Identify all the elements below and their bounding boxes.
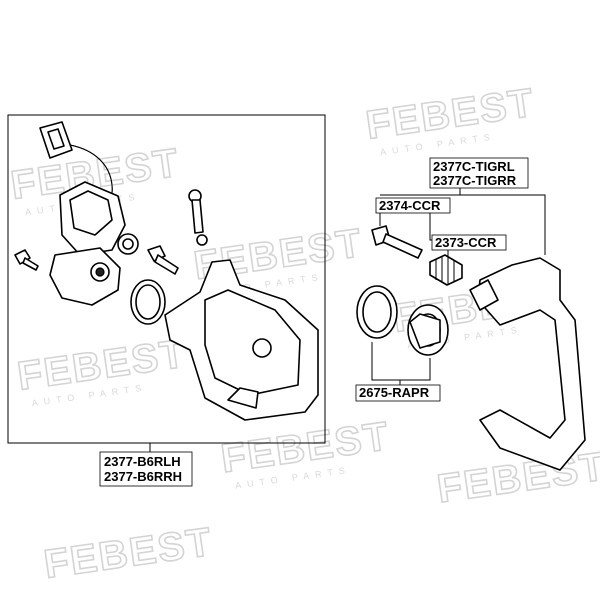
label-caliper-lh: 2377-B6RLH bbox=[104, 454, 181, 469]
bracket-label-box bbox=[429, 157, 529, 189]
caliper-assembly bbox=[14, 121, 319, 421]
bracket-frame bbox=[477, 257, 586, 471]
assembly-frame bbox=[7, 114, 326, 444]
boot-label-box bbox=[431, 234, 507, 251]
caliper-bore bbox=[252, 338, 272, 358]
bleeder-screw bbox=[147, 245, 179, 275]
caliper-lug bbox=[227, 387, 259, 409]
part-labels: 2377-B6RLH 2377-B6RRH 2377C-TIGRL 2377C-… bbox=[99, 157, 529, 487]
label-bracket-r: 2377C-TIGRR bbox=[433, 173, 517, 188]
gear-base bbox=[49, 247, 121, 306]
motor-cover bbox=[69, 190, 113, 236]
connector-socket bbox=[47, 128, 65, 150]
label-boot: 2373-CCR bbox=[435, 235, 497, 250]
o-ring-inner bbox=[135, 284, 161, 320]
gear-hub-center bbox=[95, 267, 105, 277]
caliper-label-box bbox=[99, 451, 193, 487]
motor-cap-inner bbox=[122, 238, 134, 250]
watermark-brand: FEBEST bbox=[41, 520, 215, 587]
caliper-piston-face bbox=[204, 289, 301, 396]
piston-dust-boot bbox=[407, 304, 449, 356]
repair-kit-label-box bbox=[355, 384, 441, 402]
leader-lines bbox=[149, 187, 546, 452]
label-bracket-l: 2377C-TIGRL bbox=[433, 159, 515, 174]
label-caliper-rh: 2377-B6RRH bbox=[104, 469, 182, 484]
link-rod bbox=[188, 189, 208, 246]
caliper-bracket bbox=[469, 257, 586, 471]
guide-boot bbox=[429, 254, 463, 286]
label-bolt: 2374-CCR bbox=[379, 198, 441, 213]
label-repair-kit: 2675-RAPR bbox=[359, 385, 430, 400]
piston-seal bbox=[356, 285, 398, 339]
mount-screw bbox=[14, 249, 39, 271]
bolt-label-box bbox=[375, 197, 451, 214]
bracket-tab bbox=[469, 279, 499, 311]
guide-bolt bbox=[371, 225, 423, 259]
